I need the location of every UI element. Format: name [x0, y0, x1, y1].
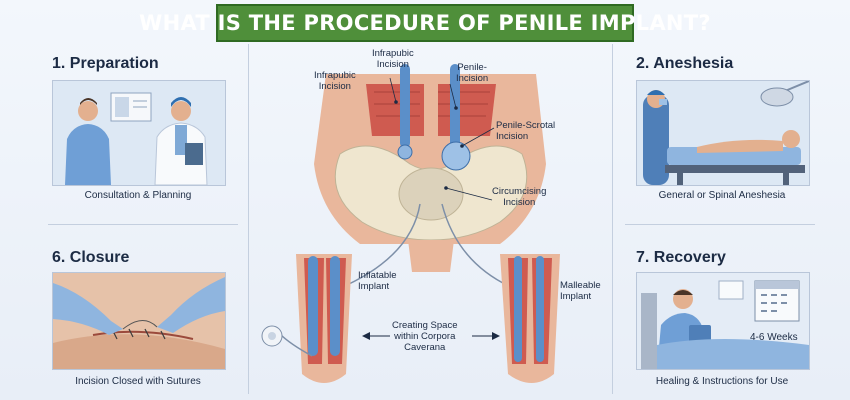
- surgery-table-illustration: [637, 81, 809, 185]
- page-title: WHAT IS THE PROCEDURE OF PENILE IMPLANT?: [139, 11, 711, 35]
- label-infrapubic-left: Infrapubic Incision: [314, 70, 356, 92]
- left-column-divider: [248, 44, 249, 394]
- label-malleable-implant: Malleable Implant: [560, 280, 601, 302]
- label-penile-scrotal-incision: Penile-Scrotal Incision: [496, 120, 556, 142]
- right-row-divider: [625, 224, 815, 225]
- left-row-divider: [48, 224, 238, 225]
- arrow-right-icon: [472, 332, 500, 340]
- preparation-caption: Consultation & Planning: [84, 190, 192, 201]
- label-creating-space: Creating Space within Corpora Caverana: [392, 320, 458, 353]
- arrow-left-icon: [362, 332, 390, 340]
- calendar-icon: [754, 280, 800, 322]
- recovery-caption: Healing & Instructions for Use: [655, 376, 789, 387]
- closure-image: [52, 272, 226, 370]
- recovery-bed-illustration: [637, 273, 809, 369]
- title-banner: WHAT IS THE PROCEDURE OF PENILE IMPLANT?: [139, 4, 711, 42]
- label-infrapubic-top: Infrapubic Incision: [372, 48, 414, 70]
- closure-heading: 6. Closure: [52, 249, 130, 266]
- patient-figure: [65, 98, 111, 185]
- recovery-image: [636, 272, 810, 370]
- malleable-implant-diagram: [500, 254, 560, 383]
- right-column-divider: [612, 44, 613, 394]
- inflatable-implant-diagram: [261, 254, 352, 383]
- anesthesia-heading: 2. Aneshesia: [636, 55, 734, 72]
- anesthesia-image: [636, 80, 810, 186]
- suture-hands-illustration: [53, 273, 225, 369]
- anesthesia-caption: General or Spinal Aneshesia: [658, 190, 786, 201]
- surgical-lamp-icon: [760, 81, 809, 107]
- label-inflatable-implant: Inflatable Implant: [358, 270, 397, 292]
- preparation-heading: 1. Preparation: [52, 55, 159, 72]
- label-penile-incision: Penile- Incision: [456, 62, 489, 84]
- pump-icon: [261, 325, 283, 347]
- recovery-weeks-label: 4-6 Weeks: [750, 332, 798, 343]
- doctor-figure: [154, 97, 208, 185]
- label-circumcising-incision: Circumcising Incision: [492, 186, 547, 208]
- preparation-image: [52, 80, 226, 186]
- pelvis-diagram: [261, 64, 560, 383]
- recovery-heading: 7. Recovery: [636, 249, 726, 266]
- closure-caption: Incision Closed with Sutures: [75, 376, 201, 387]
